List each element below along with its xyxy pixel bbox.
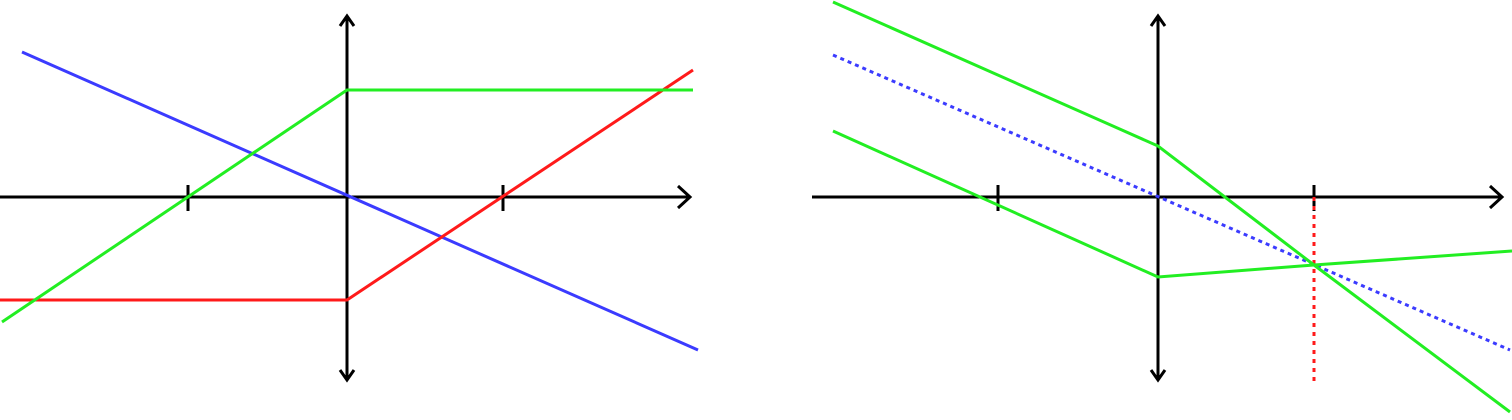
left-lens-bottom-arrow-icon [338,369,356,383]
right-blue-reference-ray [832,53,1511,352]
right-axis-arrowhead-icon [1488,184,1505,210]
left-red-ray [0,68,694,302]
left-green-ray [1,88,693,324]
left-axis-arrowhead-icon [676,184,693,210]
left-blue-ray [21,50,699,352]
right-green-ray-lower [832,129,1512,279]
right-lens-top-arrow-icon [1149,13,1167,27]
right-green-ray-upper [832,0,1511,414]
right-diagram [812,0,1512,414]
left-lens-top-arrow-icon [338,13,356,27]
right-lens-bottom-arrow-icon [1149,369,1167,383]
left-diagram [0,13,699,383]
